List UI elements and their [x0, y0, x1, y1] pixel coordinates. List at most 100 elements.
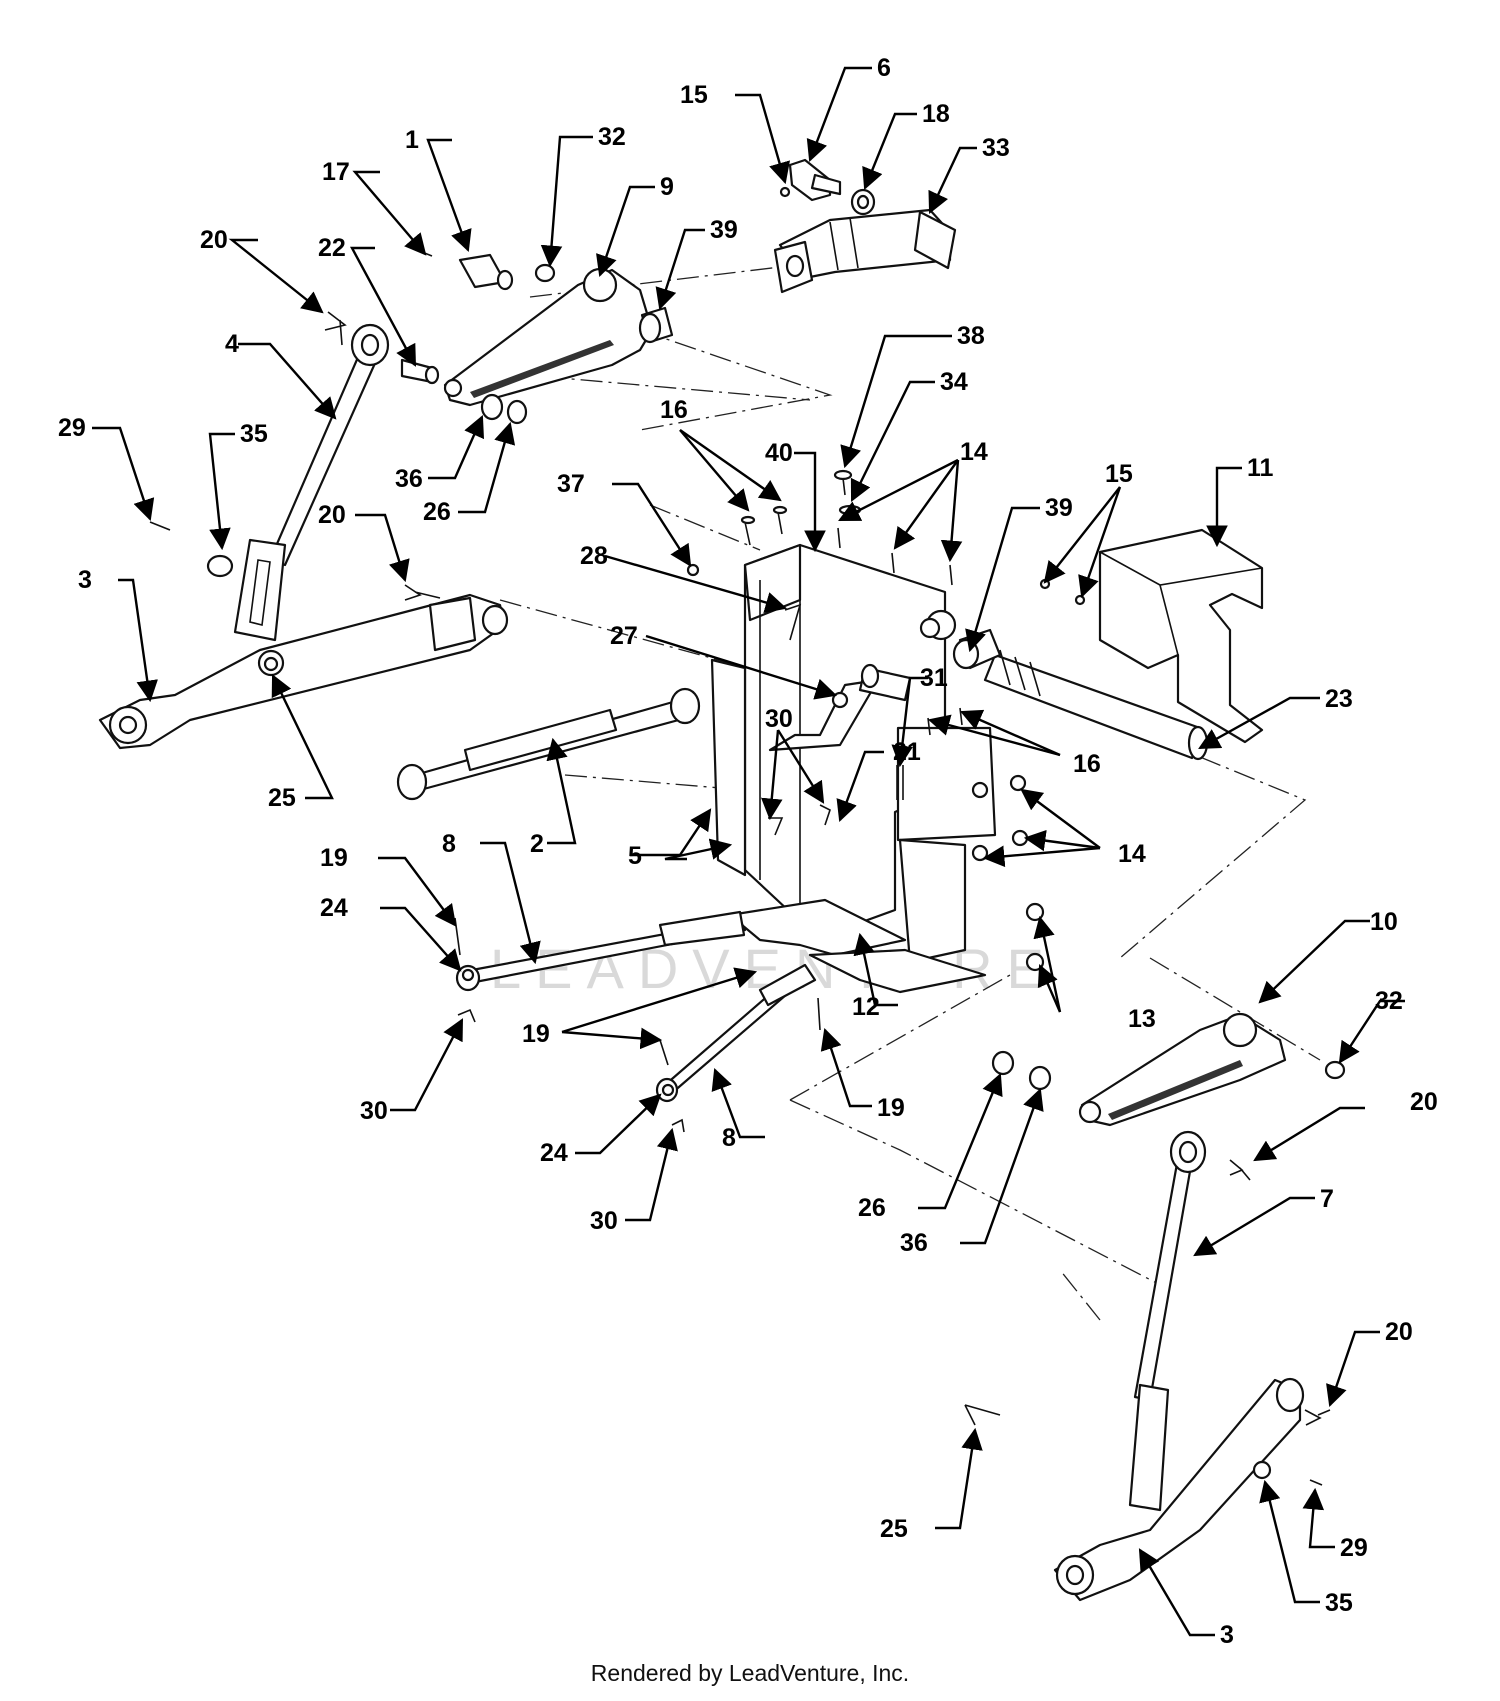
callout-25: 25 [880, 1515, 908, 1543]
callout-24: 24 [320, 894, 348, 922]
callout-19: 19 [522, 1020, 550, 1048]
part-5-12-main-frame [710, 543, 997, 994]
part-35-washer-right [1252, 1460, 1272, 1480]
callout-31: 31 [920, 664, 948, 692]
callout-39: 39 [710, 216, 738, 244]
part-1-shaft [458, 253, 514, 291]
part-26-washer-right [991, 1050, 1015, 1076]
part-28-linch-pin [784, 603, 802, 641]
callout-7: 7 [1320, 1185, 1334, 1213]
callout-40: 40 [765, 439, 793, 467]
callout-30: 30 [590, 1207, 618, 1235]
callout-2: 2 [530, 830, 544, 858]
callout-6: 6 [877, 54, 891, 82]
callout-27: 27 [610, 622, 638, 650]
part-24-pins [461, 968, 675, 1097]
callout-11: 11 [1247, 454, 1274, 482]
callout-32: 32 [598, 123, 626, 151]
part-32-clip-right [1324, 1060, 1346, 1080]
part-26-washer-left [506, 399, 528, 425]
part-29-cotter-left [149, 521, 171, 531]
callout-35: 35 [1325, 1589, 1353, 1617]
callout-34: 34 [940, 368, 968, 396]
part-22-pin [400, 358, 440, 385]
callout-20: 20 [1410, 1088, 1438, 1116]
callout-13: 13 [1128, 1005, 1156, 1033]
part-32-clip-left [534, 263, 556, 283]
part-25-pin-left [263, 656, 279, 672]
callout-20: 20 [318, 501, 346, 529]
part-20-linch-pin-middle-left [404, 584, 441, 601]
part-35-washer-left [206, 554, 234, 578]
callout-4: 4 [225, 330, 239, 358]
part-10-lift-arm-right [1078, 1012, 1287, 1127]
part-20-linch-pin-right-upper [1229, 1159, 1251, 1181]
callout-15: 15 [1105, 460, 1133, 488]
callout-39: 39 [1045, 494, 1073, 522]
part-38-bolt [833, 469, 853, 496]
callout-3: 3 [1220, 1621, 1234, 1649]
callout-36: 36 [395, 465, 423, 493]
callout-20: 20 [1385, 1318, 1413, 1346]
callout-37: 37 [557, 470, 585, 498]
part-3-lower-lift-arm-right [1053, 1377, 1305, 1602]
part-15-screw-top [779, 186, 791, 198]
leader-lines [92, 66, 1405, 1637]
part-4-lift-link-left [233, 323, 390, 642]
callout-16: 16 [660, 396, 688, 424]
part-6-clevis-pin [788, 158, 842, 202]
callout-12: 12 [852, 993, 880, 1021]
part-33-hydraulic-cylinder [773, 208, 957, 294]
part-16-bolts-top [740, 505, 788, 546]
callout-21: 21 [893, 738, 921, 766]
part-36-washer-left [480, 393, 504, 421]
callout-3: 3 [78, 566, 92, 594]
callout-14: 14 [960, 438, 988, 466]
callout-22: 22 [318, 234, 346, 262]
callout-36: 36 [900, 1229, 928, 1257]
callout-16: 16 [1073, 750, 1101, 778]
part-7-lift-link-right [1128, 1130, 1207, 1512]
part-8-stabilizer-lower [655, 963, 817, 1103]
callout-8: 8 [722, 1124, 736, 1152]
part-15-screws-right [1039, 578, 1086, 606]
callout-25: 25 [268, 784, 296, 812]
part-25-pin-right [964, 1404, 1001, 1426]
callout-19: 19 [320, 844, 348, 872]
part-11-shield-guard [1098, 528, 1264, 744]
callout-18: 18 [922, 100, 950, 128]
part-8-stabilizer-left [455, 910, 747, 992]
callout-38: 38 [957, 322, 985, 350]
part-27-nut [831, 691, 849, 709]
part-29-cotter-right [1309, 1479, 1323, 1486]
callout-32: 32 [1375, 987, 1403, 1015]
part-37-nut [686, 563, 700, 577]
callout-5: 5 [628, 842, 642, 870]
callout-35: 35 [240, 420, 268, 448]
callout-28: 28 [580, 542, 608, 570]
callout-15: 15 [680, 81, 708, 109]
callout-9: 9 [660, 173, 674, 201]
callout-1: 1 [405, 126, 419, 154]
part-30-clips-lower [457, 1008, 685, 1133]
callout-30: 30 [765, 705, 793, 733]
part-23-splined-shaft [983, 649, 1209, 761]
part-20-linch-pin-right-lower [1304, 1409, 1331, 1426]
callout-33: 33 [982, 134, 1010, 162]
callout-8: 8 [442, 830, 456, 858]
part-9-lift-arm-left [443, 267, 654, 407]
callout-29: 29 [58, 414, 86, 442]
callout-10: 10 [1370, 908, 1398, 936]
part-31-roll-pin [896, 765, 904, 800]
callout-26: 26 [858, 1194, 886, 1222]
callout-19: 19 [877, 1094, 905, 1122]
callout-29: 29 [1340, 1534, 1368, 1562]
part-39-bushing-left [638, 306, 674, 344]
callout-14: 14 [1118, 840, 1146, 868]
part-36-washer-right [1028, 1065, 1052, 1091]
part-14-bolts-top [837, 527, 953, 586]
part-20-linch-pin-upper-left [324, 311, 347, 346]
callout-30: 30 [360, 1097, 388, 1125]
callout-24: 24 [540, 1139, 568, 1167]
